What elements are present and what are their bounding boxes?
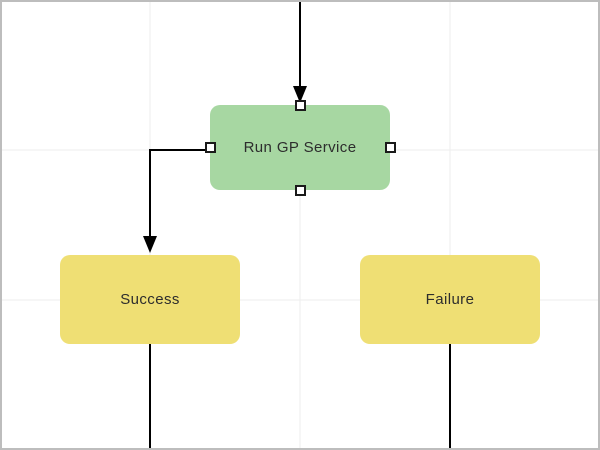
- connection-handle-right[interactable]: [384, 142, 396, 153]
- arrowhead-down-icon: [143, 236, 157, 253]
- connection-handle-top[interactable]: [294, 99, 306, 111]
- connector-incoming-top[interactable]: [293, 2, 307, 103]
- node-run-gp-service[interactable]: Run GP Service: [204, 99, 396, 196]
- node-label: Run GP Service: [243, 139, 357, 156]
- node-failure[interactable]: Failure: [360, 255, 540, 344]
- connection-handle-left[interactable]: [204, 142, 216, 153]
- node-success[interactable]: Success: [60, 255, 240, 344]
- node-label: Success: [120, 291, 180, 308]
- connection-handle-bottom[interactable]: [294, 184, 306, 196]
- connector-run-gp-to-success[interactable]: [143, 149, 210, 253]
- connector-line[interactable]: [149, 149, 210, 238]
- node-label: Failure: [425, 291, 475, 308]
- arrowhead-down-icon: [293, 86, 307, 103]
